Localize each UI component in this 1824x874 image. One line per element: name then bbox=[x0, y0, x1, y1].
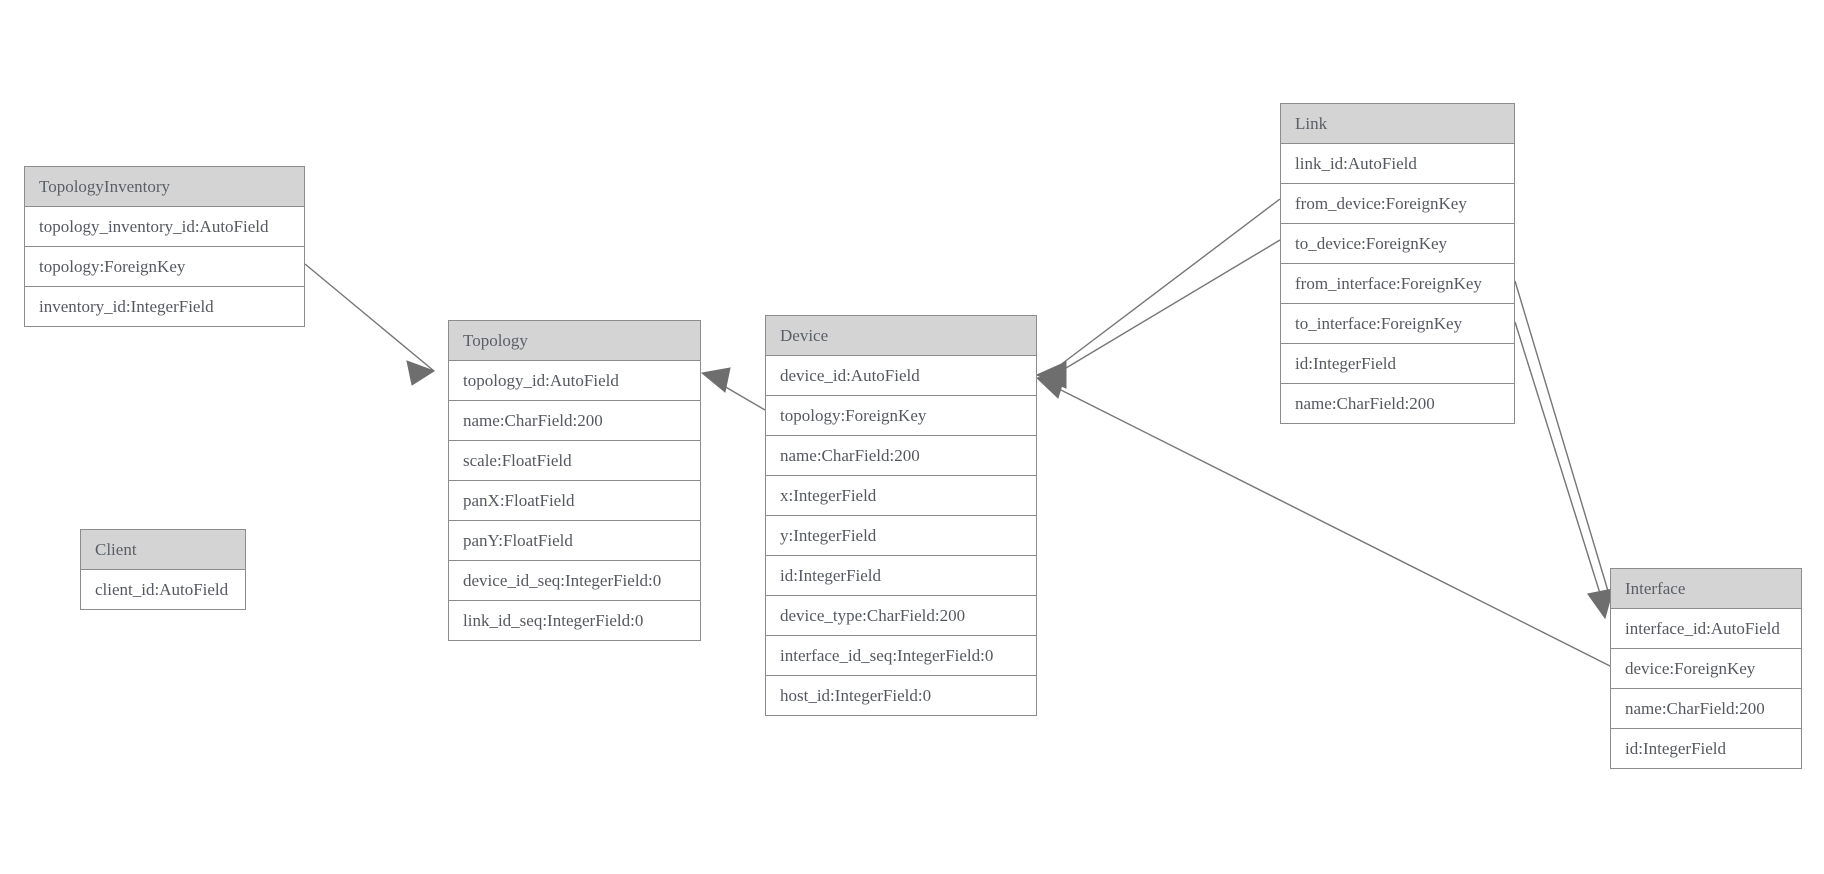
field-row[interactable]: name:CharField:200 bbox=[766, 436, 1036, 476]
field-row[interactable]: link_id:AutoField bbox=[1281, 144, 1514, 184]
field-row[interactable]: id:IntegerField bbox=[766, 556, 1036, 596]
entity-topology-title: Topology bbox=[449, 321, 700, 361]
field-row[interactable]: scale:FloatField bbox=[449, 441, 700, 481]
field-row[interactable]: y:IntegerField bbox=[766, 516, 1036, 556]
field-row[interactable]: id:IntegerField bbox=[1281, 344, 1514, 384]
relationship-line bbox=[716, 381, 766, 411]
relationship-topologyinventory-topology bbox=[304, 263, 436, 386]
field-row[interactable]: host_id:IntegerField:0 bbox=[766, 676, 1036, 715]
field-row[interactable]: client_id:AutoField bbox=[81, 570, 245, 609]
field-row[interactable]: inventory_id:IntegerField bbox=[25, 287, 304, 326]
relationship-line bbox=[1514, 321, 1604, 604]
relationship-link-from-device bbox=[1035, 198, 1281, 389]
relationship-arrowhead bbox=[700, 367, 731, 393]
entity-interface-title: Interface bbox=[1611, 569, 1801, 609]
relationship-line bbox=[1514, 280, 1612, 602]
field-row[interactable]: topology:ForeignKey bbox=[766, 396, 1036, 436]
relationship-link-to-interface bbox=[1514, 321, 1614, 620]
entity-client-fields: client_id:AutoField bbox=[81, 570, 245, 609]
field-row[interactable]: device_type:CharField:200 bbox=[766, 596, 1036, 636]
field-row[interactable]: name:CharField:200 bbox=[449, 401, 700, 441]
field-row[interactable]: name:CharField:200 bbox=[1611, 689, 1801, 729]
entity-topologyinventory-title: TopologyInventory bbox=[25, 167, 304, 207]
relationship-arrowhead bbox=[1035, 371, 1067, 399]
relationship-arrowhead bbox=[1035, 361, 1067, 389]
field-row[interactable]: x:IntegerField bbox=[766, 476, 1036, 516]
field-row[interactable]: topology:ForeignKey bbox=[25, 247, 304, 287]
field-row[interactable]: panX:FloatField bbox=[449, 481, 700, 521]
entity-client-title: Client bbox=[81, 530, 245, 570]
relationship-device-topology bbox=[700, 367, 766, 411]
field-row[interactable]: interface_id_seq:IntegerField:0 bbox=[766, 636, 1036, 676]
field-row[interactable]: topology_inventory_id:AutoField bbox=[25, 207, 304, 247]
relationship-line bbox=[304, 263, 435, 372]
field-row[interactable]: name:CharField:200 bbox=[1281, 384, 1514, 423]
field-row[interactable]: from_device:ForeignKey bbox=[1281, 184, 1514, 224]
field-row[interactable]: panY:FloatField bbox=[449, 521, 700, 561]
relationship-line bbox=[1050, 198, 1281, 373]
relationship-arrowhead bbox=[1035, 361, 1067, 389]
field-row[interactable]: from_interface:ForeignKey bbox=[1281, 264, 1514, 304]
field-row[interactable]: device_id:AutoField bbox=[766, 356, 1036, 396]
relationship-link-from-interface bbox=[1514, 280, 1614, 620]
field-row[interactable]: link_id_seq:IntegerField:0 bbox=[449, 601, 700, 640]
relationship-link-to-device bbox=[1035, 239, 1281, 389]
field-row[interactable]: interface_id:AutoField bbox=[1611, 609, 1801, 649]
field-row[interactable]: topology_id:AutoField bbox=[449, 361, 700, 401]
field-row[interactable]: device_id_seq:IntegerField:0 bbox=[449, 561, 700, 601]
field-row[interactable]: device:ForeignKey bbox=[1611, 649, 1801, 689]
entity-device-title: Device bbox=[766, 316, 1036, 356]
relationship-line bbox=[1050, 239, 1281, 378]
relationship-arrowhead bbox=[406, 360, 436, 386]
field-row[interactable]: id:IntegerField bbox=[1611, 729, 1801, 768]
field-row[interactable]: to_device:ForeignKey bbox=[1281, 224, 1514, 264]
entity-link-title: Link bbox=[1281, 104, 1514, 144]
field-row[interactable]: to_interface:ForeignKey bbox=[1281, 304, 1514, 344]
relationship-line bbox=[1050, 384, 1611, 667]
